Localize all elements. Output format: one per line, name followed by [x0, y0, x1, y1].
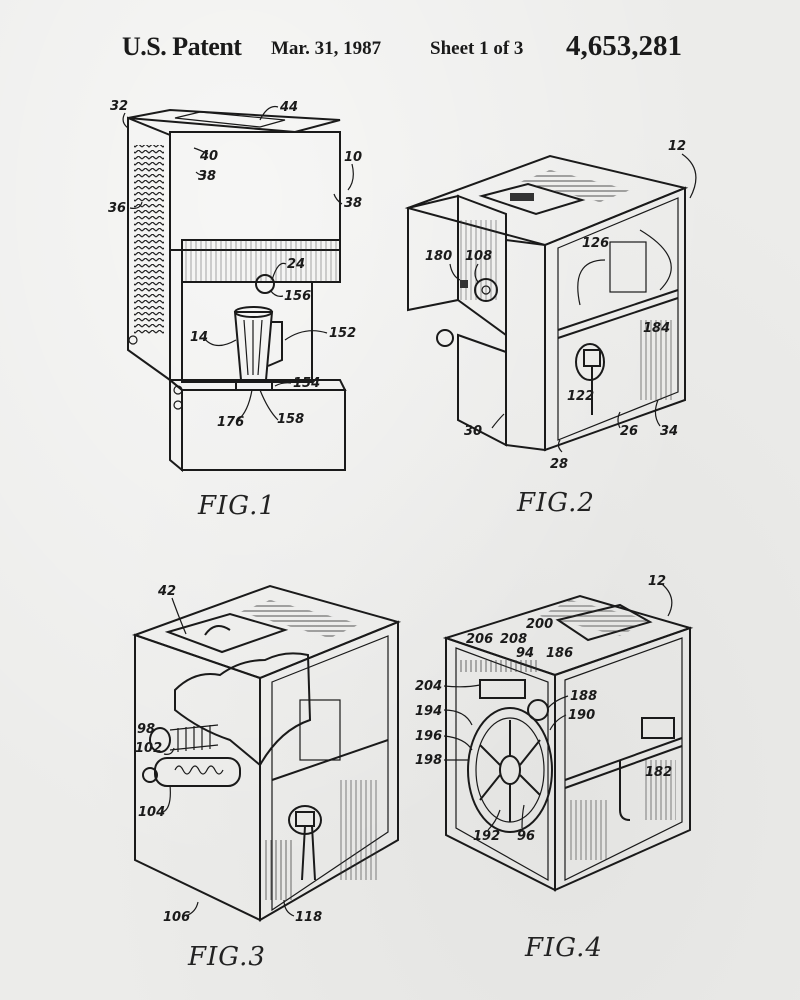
fig2-reference-numerals: 12 180 108 126 184 122 30 26 34 28: [425, 139, 697, 472]
ref-numeral: 10: [344, 150, 362, 165]
ref-numeral: 94: [516, 646, 534, 661]
ref-numeral: 42: [157, 584, 176, 599]
ref-numeral: 188: [570, 689, 597, 704]
fig3-reference-numerals: 42 98 102 104 106 118: [135, 584, 322, 925]
figure-1: 32 44 40 38 10 36 38 24 156 14 152 154 1…: [108, 99, 362, 521]
ref-numeral: 194: [415, 704, 442, 719]
fig3-drawing: [131, 584, 402, 922]
ref-numeral: 122: [567, 389, 594, 404]
ref-numeral: 38: [198, 169, 216, 184]
ref-numeral: 154: [293, 376, 320, 391]
ref-numeral: 12: [648, 574, 666, 589]
figure-3: 42 98 102 104 106 118 FIG.3: [131, 584, 402, 972]
vent-grille: [134, 145, 164, 335]
ref-numeral: 36: [108, 201, 126, 216]
ref-numeral: 96: [517, 829, 535, 844]
ref-numeral: 14: [190, 330, 208, 345]
ref-numeral: 38: [344, 196, 362, 211]
figure-1-caption: FIG.1: [197, 491, 276, 521]
ref-numeral: 102: [135, 741, 162, 756]
ref-numeral: 28: [550, 457, 568, 472]
ref-numeral: 186: [546, 646, 573, 661]
ref-numeral: 208: [500, 632, 527, 647]
ref-numeral: 158: [277, 412, 304, 427]
ref-numeral: 30: [464, 424, 482, 439]
ref-numeral: 182: [645, 765, 672, 780]
ref-numeral: 104: [138, 805, 165, 820]
ref-numeral: 180: [425, 249, 452, 264]
figure-2-caption: FIG.2: [516, 488, 595, 518]
fig2-drawing: [404, 154, 689, 452]
ref-numeral: 198: [415, 753, 442, 768]
ref-numeral: 126: [582, 236, 609, 251]
ref-numeral: 24: [287, 257, 305, 272]
patent-header: U.S. Patent Mar. 31, 1987 Sheet 1 of 3 4…: [0, 30, 800, 70]
figure-2: 12 180 108 126 184 122 30 26 34 28 FIG.2: [404, 139, 697, 518]
cutaway: [174, 652, 312, 767]
sheet-number: Sheet 1 of 3: [430, 38, 524, 59]
ref-numeral: 40: [199, 149, 218, 164]
dispense-knob: [255, 274, 275, 294]
ref-numeral: 192: [473, 829, 500, 844]
figure-4-caption: FIG.4: [524, 933, 603, 963]
ref-numeral: 204: [415, 679, 442, 694]
ref-numeral: 12: [668, 139, 686, 154]
ref-numeral: 196: [415, 729, 442, 744]
figure-3-caption: FIG.3: [187, 942, 266, 972]
ref-numeral: 26: [620, 424, 638, 439]
patent-number: 4,653,281: [566, 30, 682, 62]
fig1-drawing: [127, 108, 347, 473]
fig1-reference-numerals: 32 44 40 38 10 36 38 24 156 14 152 154 1…: [108, 99, 362, 430]
ref-numeral: 108: [465, 249, 492, 264]
auger-assembly: [142, 724, 241, 787]
ref-numeral: 44: [279, 100, 298, 115]
fig4-reference-numerals: 12 206 208 200 94 186 204 188 194 190 19…: [415, 574, 673, 844]
figure-4: 12 206 208 200 94 186 204 188 194 190 19…: [415, 574, 694, 963]
flywheel: [467, 707, 553, 833]
ref-numeral: 32: [110, 99, 128, 114]
ref-numeral: 152: [329, 326, 356, 341]
ref-numeral: 190: [568, 708, 595, 723]
ref-numeral: 200: [526, 617, 553, 632]
fan: [575, 343, 605, 381]
ref-numeral: 176: [217, 415, 244, 430]
ref-numeral: 34: [660, 424, 678, 439]
ref-numeral: 206: [466, 632, 493, 647]
fig4-drawing: [442, 594, 694, 892]
lid: [164, 612, 289, 654]
ref-numeral: 156: [284, 289, 311, 304]
ref-numeral: 184: [643, 321, 670, 336]
patent-title: U.S. Patent: [122, 32, 242, 61]
ref-numeral: 106: [163, 910, 190, 925]
patent-date: Mar. 31, 1987: [271, 38, 382, 59]
ref-numeral: 118: [295, 910, 322, 925]
ref-numeral: 98: [137, 722, 155, 737]
